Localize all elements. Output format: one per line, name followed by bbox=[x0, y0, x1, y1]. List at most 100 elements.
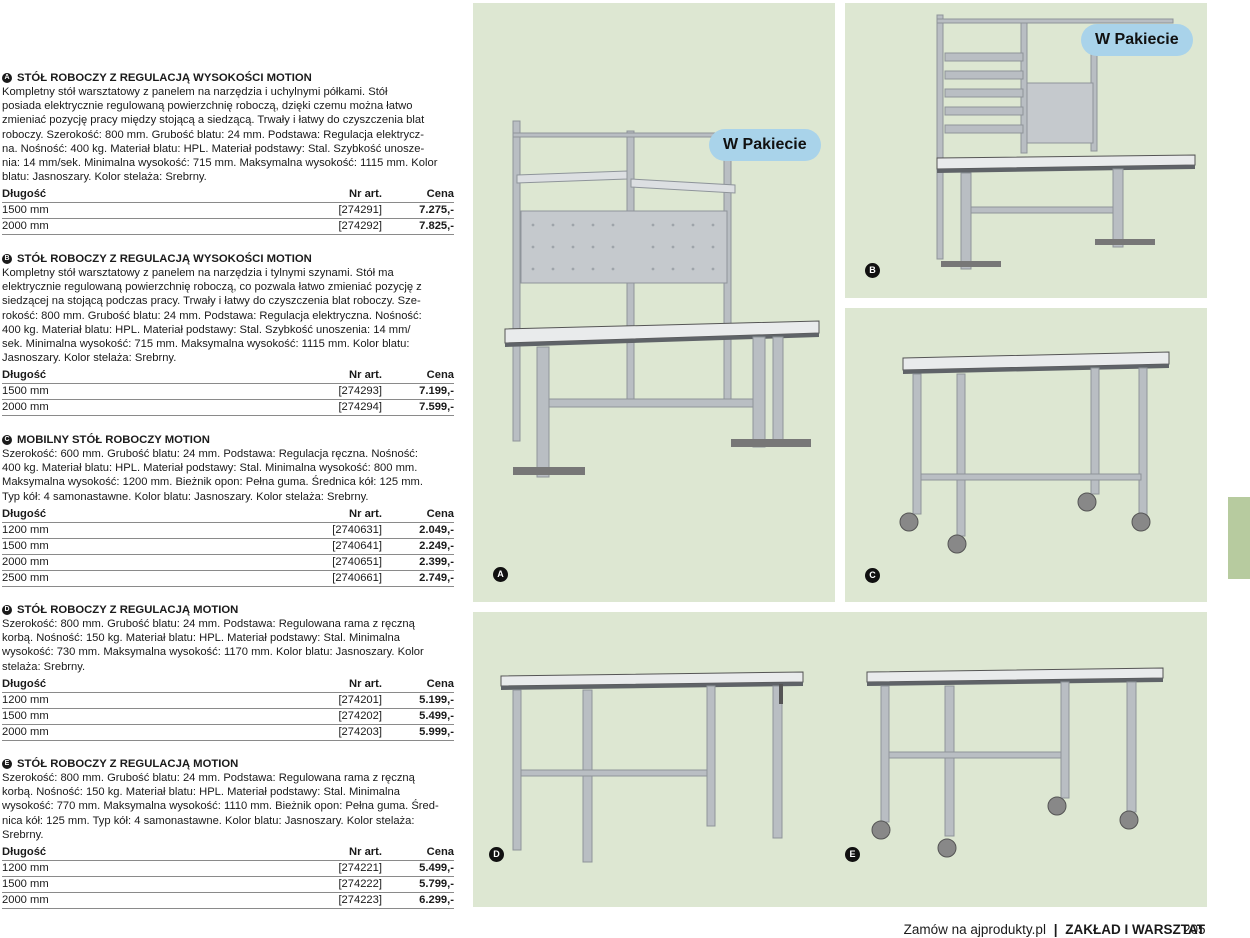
table-row: 1500 mm [274222] 5.799,- bbox=[2, 876, 454, 894]
image-badge-e: E bbox=[845, 847, 860, 862]
col-header-length: Długość bbox=[2, 676, 262, 693]
cell-art: [274293] bbox=[262, 383, 382, 401]
page-number: 205 bbox=[1183, 922, 1206, 937]
cell-length: 2000 mm bbox=[2, 399, 262, 417]
section-title: C MOBILNY STÓŁ ROBOCZY MOTION bbox=[2, 433, 454, 447]
table-header-row: Długość Nr art. Cena bbox=[2, 506, 454, 523]
section-description: Kompletny stół warsztatowy z panelem na … bbox=[2, 85, 454, 184]
desc-line: posiada elektrycznie regulowaną powierzc… bbox=[2, 100, 413, 113]
image-badge-d: D bbox=[489, 847, 504, 862]
desc-line: Jasnoszary. Kolor stelaża: Srebrny. bbox=[2, 352, 177, 365]
price-table: Długość Nr art. Cena 1200 mm [274201] 5.… bbox=[2, 676, 454, 741]
table-row: 2500 mm [2740661] 2.749,- bbox=[2, 570, 454, 587]
desc-line: korbą. Nośność: 150 kg. Materiał blatu: … bbox=[2, 632, 400, 645]
image-badge-a: A bbox=[493, 567, 508, 582]
cell-length: 2000 mm bbox=[2, 724, 262, 741]
product-section-c: C MOBILNY STÓŁ ROBOCZY MOTION Szerokość:… bbox=[2, 433, 454, 587]
section-description: Szerokość: 800 mm. Grubość blatu: 24 mm.… bbox=[2, 617, 454, 674]
col-header-art: Nr art. bbox=[262, 845, 382, 861]
desc-line: wysokość: 730 mm. Maksymalna wysokość: 1… bbox=[2, 646, 424, 659]
table-row: 2000 mm [274223] 6.299,- bbox=[2, 892, 454, 910]
cell-price: 2.749,- bbox=[382, 570, 454, 587]
desc-line: nica kół: 125 mm. Typ kół: 4 samonastawn… bbox=[2, 814, 415, 827]
letter-badge: D bbox=[2, 605, 12, 615]
desc-line: Srebrny. bbox=[2, 828, 44, 841]
cell-price: 7.199,- bbox=[382, 383, 454, 401]
desc-line: zmieniać pozycję pracy między stojącą a … bbox=[2, 114, 425, 127]
table-row: 1500 mm [274293] 7.199,- bbox=[2, 383, 454, 401]
cell-art: [2740651] bbox=[262, 554, 382, 571]
cell-length: 1200 mm bbox=[2, 692, 262, 709]
col-header-price: Cena bbox=[382, 676, 454, 693]
order-link-text[interactable]: Zamów na ajprodukty.pl bbox=[903, 922, 1046, 937]
cell-price: 7.275,- bbox=[382, 202, 454, 220]
section-title-text: STÓŁ ROBOCZY Z REGULACJĄ WYSOKOŚCI MOTIO… bbox=[17, 72, 312, 84]
cell-length: 1500 mm bbox=[2, 383, 262, 401]
cell-price: 5.999,- bbox=[382, 724, 454, 741]
cell-art: [274203] bbox=[262, 724, 382, 741]
desc-line: Maksymalna wysokość: 1200 mm. Bieżnik op… bbox=[2, 476, 423, 489]
price-table: Długość Nr art. Cena 1200 mm [2740631] 2… bbox=[2, 506, 454, 587]
table-header-row: Długość Nr art. Cena bbox=[2, 187, 454, 204]
product-section-d: D STÓŁ ROBOCZY Z REGULACJĄ MOTION Szerok… bbox=[2, 603, 454, 741]
page-footer: Zamów na ajprodukty.pl | ZAKŁAD I WARSZT… bbox=[904, 922, 1205, 937]
desc-line: korbą. Nośność: 150 kg. Materiał blatu: … bbox=[2, 786, 400, 799]
letter-badge: E bbox=[2, 759, 12, 769]
section-tab-marker bbox=[1228, 497, 1250, 579]
cell-price: 2.049,- bbox=[382, 522, 454, 539]
workbench-illustration-b bbox=[936, 14, 1196, 270]
col-header-price: Cena bbox=[382, 187, 454, 204]
col-header-length: Długość bbox=[2, 368, 262, 385]
table-header-row: Długość Nr art. Cena bbox=[2, 845, 454, 861]
cell-length: 1500 mm bbox=[2, 538, 262, 555]
cell-art: [274291] bbox=[262, 202, 382, 220]
cell-price: 2.249,- bbox=[382, 538, 454, 555]
cell-length: 1200 mm bbox=[2, 522, 262, 539]
product-image-a: W Pakiecie A bbox=[473, 3, 835, 602]
product-image-c: C bbox=[845, 308, 1207, 602]
letter-badge: B bbox=[2, 254, 12, 264]
product-section-e: E STÓŁ ROBOCZY Z REGULACJĄ MOTION Szerok… bbox=[2, 757, 454, 910]
price-table: Długość Nr art. Cena 1500 mm [274291] 7.… bbox=[2, 187, 454, 236]
footer-separator: | bbox=[1053, 922, 1058, 937]
section-title-text: MOBILNY STÓŁ ROBOCZY MOTION bbox=[17, 434, 210, 446]
table-row: 1200 mm [274201] 5.199,- bbox=[2, 692, 454, 709]
section-title: E STÓŁ ROBOCZY Z REGULACJĄ MOTION bbox=[2, 757, 454, 771]
table-row: 2000 mm [274203] 5.999,- bbox=[2, 724, 454, 741]
cell-price: 5.499,- bbox=[382, 860, 454, 878]
col-header-art: Nr art. bbox=[262, 506, 382, 523]
desc-line: 400 kg. Materiał blatu: HPL. Materiał po… bbox=[2, 323, 411, 336]
cell-price: 2.399,- bbox=[382, 554, 454, 571]
desc-line: Szerokość: 800 mm. Grubość blatu: 24 mm.… bbox=[2, 618, 415, 630]
cell-price: 7.825,- bbox=[382, 218, 454, 236]
desc-line: sek. Minimalna wysokość: 715 mm. Maksyma… bbox=[2, 338, 410, 351]
cell-length: 1200 mm bbox=[2, 860, 262, 878]
cell-price: 5.499,- bbox=[382, 708, 454, 725]
col-header-price: Cena bbox=[382, 506, 454, 523]
product-image-de: D E bbox=[473, 612, 1207, 907]
cell-price: 5.799,- bbox=[382, 876, 454, 894]
section-title: D STÓŁ ROBOCZY Z REGULACJĄ MOTION bbox=[2, 603, 454, 617]
desc-line: 400 kg. Materiał blatu: HPL. Materiał po… bbox=[2, 462, 418, 475]
cell-art: [274222] bbox=[262, 876, 382, 894]
section-title-text: STÓŁ ROBOCZY Z REGULACJĄ MOTION bbox=[17, 604, 239, 616]
desc-line: stelaża: Srebrny. bbox=[2, 660, 86, 673]
cell-art: [274201] bbox=[262, 692, 382, 709]
cell-price: 6.299,- bbox=[382, 892, 454, 910]
col-header-length: Długość bbox=[2, 187, 262, 204]
cell-length: 1500 mm bbox=[2, 708, 262, 725]
cell-length: 2000 mm bbox=[2, 892, 262, 910]
package-pill: W Pakiecie bbox=[709, 129, 821, 161]
table-row: 2000 mm [2740651] 2.399,- bbox=[2, 554, 454, 571]
section-description: Kompletny stół warsztatowy z panelem na … bbox=[2, 266, 454, 365]
table-row: 1500 mm [274202] 5.499,- bbox=[2, 708, 454, 725]
cell-length: 2500 mm bbox=[2, 570, 262, 587]
section-description: Szerokość: 600 mm. Grubość blatu: 24 mm.… bbox=[2, 447, 454, 504]
letter-badge: A bbox=[2, 73, 12, 83]
col-header-art: Nr art. bbox=[262, 676, 382, 693]
cell-length: 2000 mm bbox=[2, 554, 262, 571]
letter-badge: C bbox=[2, 435, 12, 445]
cell-price: 5.199,- bbox=[382, 692, 454, 709]
desc-line: Kompletny stół warsztatowy z panelem na … bbox=[2, 86, 388, 98]
desc-line: elektrycznie regulowaną powierzchnię rob… bbox=[2, 281, 422, 294]
